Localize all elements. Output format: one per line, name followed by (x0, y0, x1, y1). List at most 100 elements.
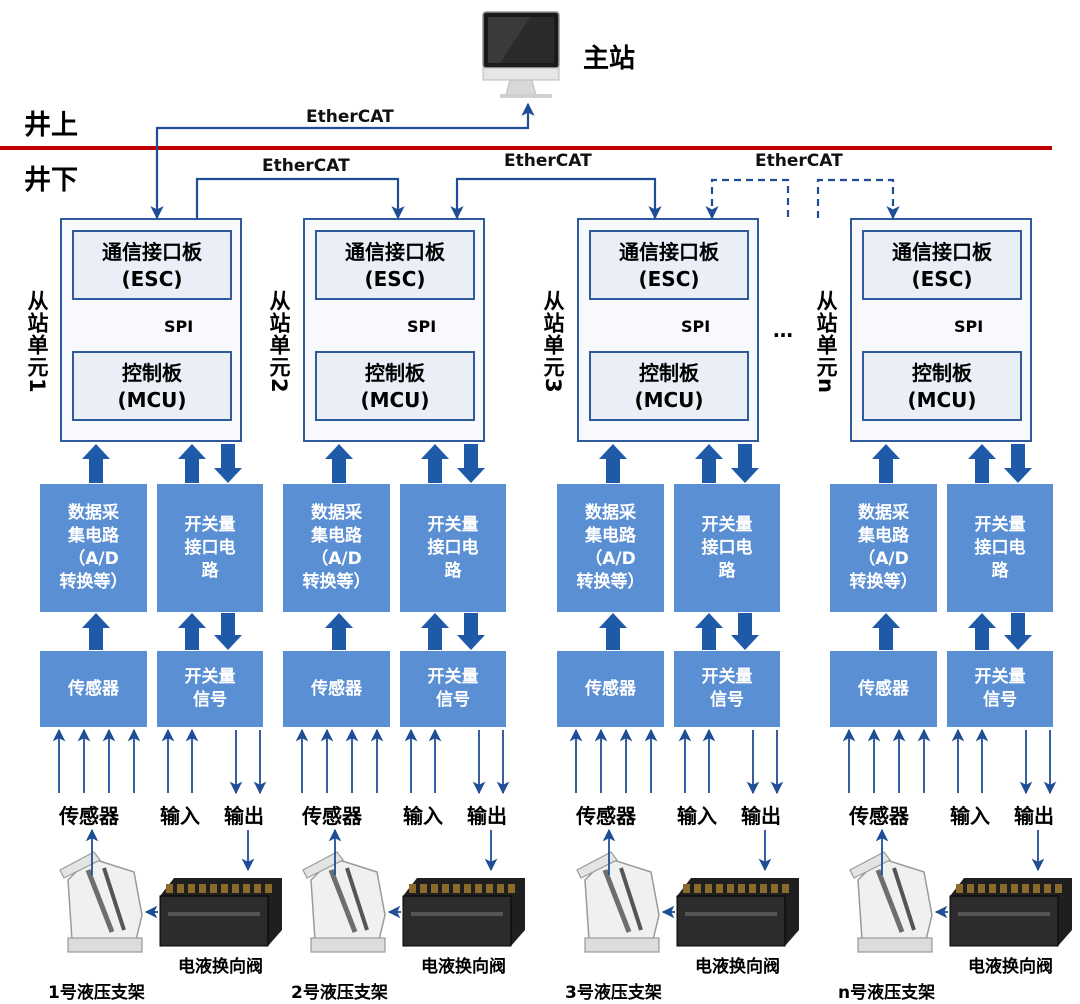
unit-1-switch-interface-text: 开关量 接口电 路 (184, 514, 236, 581)
unit-2-sensor-module: 传感器 (283, 651, 390, 727)
unit-1-valve-label: 电液换向阀 (178, 957, 263, 977)
unit-2-frame: 通信接口板 (ESC) 控制板(MCU) (303, 218, 485, 442)
unit-4-spi-label: SPI (954, 317, 984, 336)
unit-3-spi-label: SPI (681, 317, 711, 336)
unit-3-output-label: 输出 (741, 804, 781, 828)
ethercat-link-3-dashed (705, 178, 790, 220)
unit-2-comm-board-subtitle: (ESC) (364, 267, 426, 291)
unit-4-control-board-title: 控制板 (912, 361, 972, 385)
unit-1-valve-icon (159, 878, 282, 947)
unit-4-arrow-switch-to-mcu (968, 444, 996, 483)
unit-1-sensors-label: 传感器 (59, 804, 119, 828)
unit-1-comm-board-subtitle: (ESC) (121, 267, 183, 291)
unit-3-valve-label: 电液换向阀 (695, 957, 780, 977)
unit-2-switch-signal-text: 开关量 信号 (427, 667, 479, 710)
unit-3-switch-signal-text: 开关量 信号 (701, 667, 753, 710)
unit-2-comm-board-title: 通信接口板 (345, 240, 445, 264)
unit-4-switch-interface-text: 开关量 接口电 路 (974, 514, 1026, 581)
unit-3-sensor-module: 传感器 (557, 651, 664, 727)
unit-3-arrow-acq-to-mcu (599, 444, 627, 483)
unit-2-switch-signal: 开关量 信号 (400, 651, 506, 727)
unit-1-control-board-subtitle: (MCU) (117, 388, 187, 412)
unit-1-arrow-signal-to-switch (178, 613, 206, 650)
unit-1-arrow-mcu-to-switch (214, 444, 242, 483)
unit-1-sensor-text: 传感器 (68, 678, 119, 699)
unit-2-arrow-signal-to-switch (421, 613, 449, 650)
unit-1-switch-interface: 开关量 接口电 路 (157, 484, 263, 612)
unit-2-arrow-mcu-to-switch (457, 444, 485, 483)
unit-3-comm-board-subtitle: (ESC) (638, 267, 700, 291)
unit-3-arrow-sensor-to-acq (599, 613, 627, 650)
unit-1-control-board: 控制板 (MCU) (72, 351, 232, 421)
unit-4-arrow-acq-to-mcu (872, 444, 900, 483)
unit-4-acq-text: 数据采 集电路 （A/D 转换等） (849, 503, 918, 592)
unit-3-comm-board-title: 通信接口板 (619, 240, 719, 264)
unit-4-hydraulic-support-icon (849, 851, 933, 953)
unit-2-hydraulic-support-icon (302, 851, 386, 953)
unit-4-valve-label: 电液换向阀 (968, 957, 1053, 977)
unit-4-valve-icon (949, 878, 1072, 947)
unit-3-control-board-subtitle: (MCU) (634, 388, 704, 412)
unit-3-valve-icon (676, 878, 799, 947)
unit-1-spi-label: SPI (164, 317, 194, 336)
master-label: 主站 (583, 44, 636, 74)
unit-4-side-label: 从站单元n (814, 290, 838, 394)
unit-2-control-board-title: 控制板 (365, 361, 425, 385)
unit-1-output-label: 输出 (224, 804, 264, 828)
monitor-icon (482, 11, 560, 98)
unit-4-arrow-sensor-to-acq (872, 613, 900, 650)
unit-3-acq-text: 数据采 集电路 （A/D 转换等） (576, 503, 645, 592)
unit-1-control-board-title: 控制板 (122, 361, 182, 385)
ethercat-label-2-3: EtherCAT (504, 151, 592, 171)
unit-2-support-label: 2号液压支架 (291, 983, 388, 1003)
ethercat-link-1-2 (195, 177, 405, 220)
unit-3-arrow-mcu-to-switch (731, 444, 759, 483)
unit-3-switch-interface: 开关量 接口电 路 (674, 484, 780, 612)
unit-2-side-label: 从站单元2 (267, 290, 291, 394)
unit-4-comm-board-subtitle: (ESC) (911, 267, 973, 291)
unit-2-spi-label: SPI (407, 317, 437, 336)
unit-1-input-label: 输入 (160, 804, 200, 828)
unit-1-switch-signal-text: 开关量 信号 (184, 667, 236, 710)
unit-1-acq-module: 数据采 集电路 （A/D 转换等） (40, 484, 147, 612)
ethercat-link-n-dashed (816, 178, 900, 220)
unit-3-control-board: 控制板(MCU) (589, 351, 749, 421)
unit-2-input-label: 输入 (403, 804, 443, 828)
unit-1-acq-text: 数据采 集电路 （A/D 转换等） (59, 503, 128, 592)
unit-1-arrow-switch-to-signal (214, 613, 242, 650)
unit-4-sensor-module: 传感器 (830, 651, 937, 727)
unit-2-control-board: 控制板(MCU) (315, 351, 475, 421)
unit-4-switch-signal-text: 开关量 信号 (974, 667, 1026, 710)
unit-1-hydraulic-support-icon (59, 851, 143, 953)
unit-1-arrow-switch-to-mcu (178, 444, 206, 483)
unit-1-sensor-module: 传感器 (40, 651, 147, 727)
unit-2-valve-icon (402, 878, 525, 947)
unit-2-arrow-switch-to-mcu (421, 444, 449, 483)
unit-2-valve-label: 电液换向阀 (421, 957, 506, 977)
unit-3-arrow-switch-to-signal (731, 613, 759, 650)
unit-1-comm-board: 通信接口板(ESC) (72, 230, 232, 300)
unit-4-frame: 通信接口板(ESC)控制板(MCU) (850, 218, 1032, 442)
unit-3-input-label: 输入 (677, 804, 717, 828)
unit-1-switch-signal: 开关量 信号 (157, 651, 263, 727)
unit-3-switch-signal: 开关量 信号 (674, 651, 780, 727)
unit-1-arrow-sensor-to-acq (82, 613, 110, 650)
unit-2-arrow-acq-to-mcu (325, 444, 353, 483)
unit-4-acq-module: 数据采 集电路 （A/D 转换等） (830, 484, 937, 612)
unit-4-support-label: n号液压支架 (838, 983, 936, 1003)
unit-3-sensors-label: 传感器 (576, 804, 636, 828)
unit-4-control-board-subtitle: (MCU) (907, 388, 977, 412)
unit-3-side-label: 从站单元3 (541, 290, 565, 394)
unit-2-output-label: 输出 (467, 804, 507, 828)
unit-1-support-label: 1号液压支架 (48, 983, 145, 1003)
unit-1-side-label: 从站单元1 (25, 290, 49, 394)
unit-4-control-board: 控制板 (MCU) (862, 351, 1022, 421)
unit-2-switch-interface: 开关量 接口电 路 (400, 484, 506, 612)
unit-3-support-label: 3号液压支架 (565, 983, 662, 1003)
unit-2-comm-board: 通信接口板 (ESC) (315, 230, 475, 300)
unit-4-arrow-mcu-to-switch (1004, 444, 1032, 483)
unit-1-frame: 通信接口板(ESC) 控制板 (MCU) (60, 218, 242, 442)
unit-3-acq-module: 数据采 集电路 （A/D 转换等） (557, 484, 664, 612)
